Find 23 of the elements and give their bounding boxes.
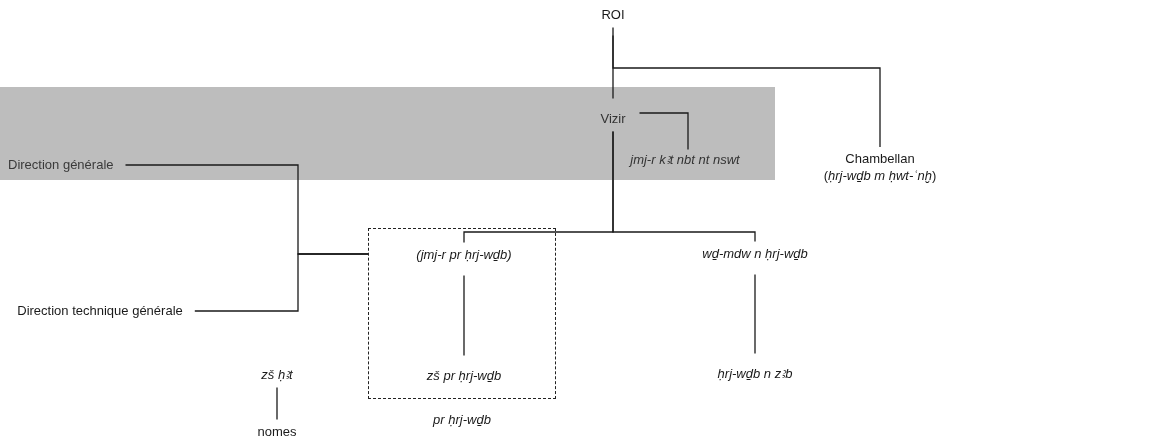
org-label: Direction technique générale: [17, 302, 183, 320]
org-label: zš ḥꜣt: [261, 366, 293, 384]
org-label: ḥrj-wḏb n zꜣb: [717, 365, 793, 383]
org-label: ROI: [601, 6, 625, 24]
org-label: nomes: [257, 423, 297, 441]
connector-line: [194, 253, 369, 312]
shaded-band: [0, 87, 775, 180]
connector-line: [612, 26, 881, 148]
org-label: Direction générale: [8, 156, 114, 174]
org-label: Chambellan: [844, 151, 916, 168]
org-label: zš pr ḥrj-wḏb: [426, 367, 502, 385]
box-caption: pr ḥrj-wḏb: [433, 411, 491, 429]
connector-line: [638, 112, 689, 151]
org-label: Vizir: [600, 110, 626, 128]
org-label: (jmj-r pr ḥrj-wḏb): [416, 246, 512, 264]
connector-line: [754, 273, 756, 355]
connector-line: [612, 130, 756, 243]
dashed-box: [368, 228, 556, 399]
org-label: jmj-r kꜣt nbt nt nswt: [630, 151, 740, 169]
subtitle-label: (ḥrj-wḏb m ḥwt-ʿnḫ): [823, 168, 937, 185]
connector-line: [276, 386, 278, 421]
org-label: wḏ-mdw n ḥrj-wḏb: [702, 245, 808, 263]
connector-line: [463, 274, 465, 357]
